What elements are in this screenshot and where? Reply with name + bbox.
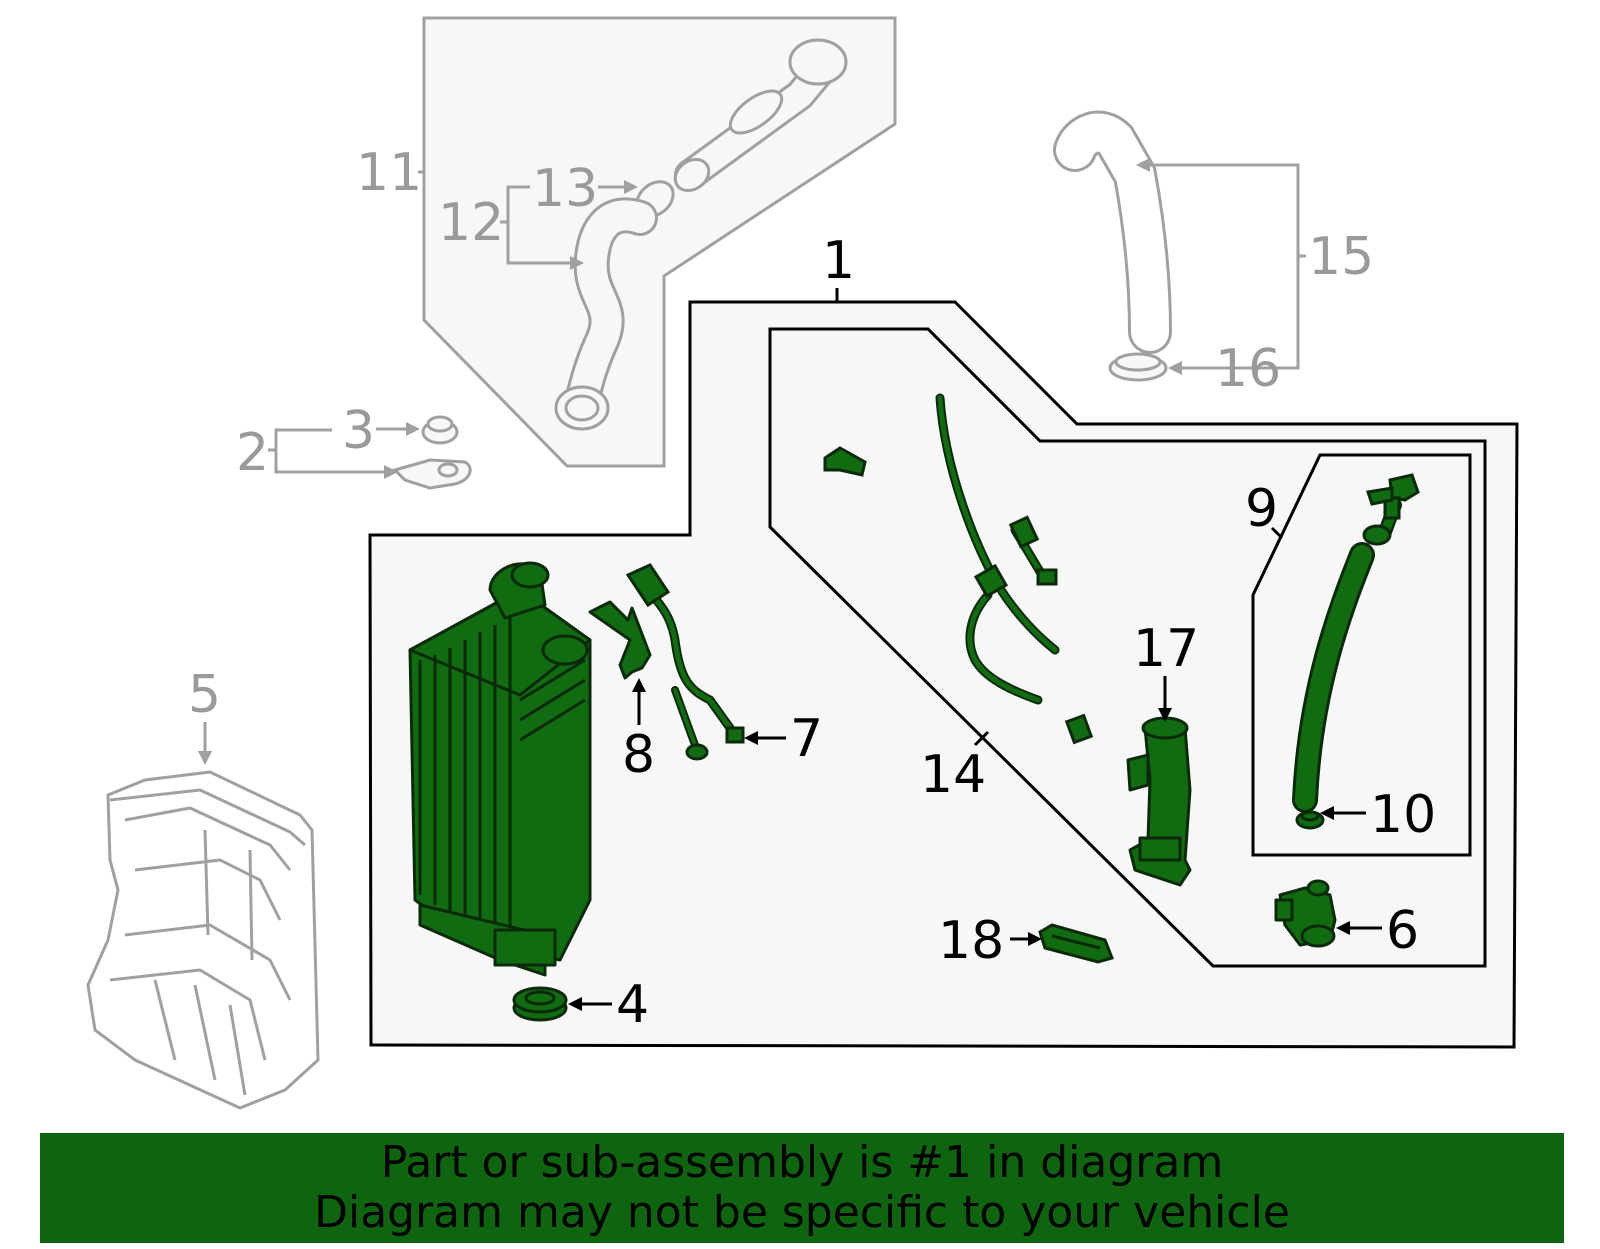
part-8-bracket: [588, 600, 652, 680]
leaders-2-3: [268, 427, 410, 474]
callout-17: 17: [1133, 619, 1199, 679]
banner-line-2: Diagram may not be specific to your vehi…: [314, 1187, 1290, 1238]
part-17-housing: [1126, 716, 1192, 887]
callout-2: 2: [236, 423, 269, 483]
arrow-13: [624, 180, 638, 194]
part-16-clamp: [1108, 352, 1168, 382]
arrow-8: [632, 678, 646, 692]
callout-8: 8: [622, 725, 655, 785]
arrow-17: [1158, 708, 1172, 722]
part-10-clamp: [1295, 810, 1325, 830]
leaders-15-16: [1145, 163, 1306, 370]
callout-9: 9: [1245, 479, 1278, 539]
part-3-grommet: [421, 415, 459, 445]
arrow-4: [568, 997, 582, 1011]
callout-13: 13: [532, 159, 598, 219]
callout-1: 1: [822, 231, 855, 291]
part-2-bracket: [392, 458, 472, 490]
callout-7: 7: [790, 709, 823, 769]
leader-14: [973, 730, 990, 747]
callout-15: 15: [1308, 227, 1374, 287]
part-14-clip: [823, 446, 867, 477]
callout-6: 6: [1386, 901, 1419, 961]
callout-4: 4: [616, 975, 649, 1035]
part-7-harness: [625, 563, 745, 761]
part-6-valve: [1274, 879, 1337, 948]
arrow-3: [406, 422, 420, 436]
leader-9: [1270, 526, 1284, 540]
banner-line-1: Part or sub-assembly is #1 in diagram: [380, 1137, 1224, 1188]
part-15-hose: [1053, 110, 1172, 354]
arrow-2: [384, 465, 398, 479]
intercooler-core: [408, 561, 592, 977]
part-5-air-duct: [86, 770, 320, 1110]
panel-part-11: [422, 16, 897, 468]
callout-3: 3: [342, 401, 375, 461]
callout-10: 10: [1370, 785, 1436, 845]
arrow-7: [744, 731, 758, 745]
part-4-grommet: [512, 986, 568, 1022]
callout-5: 5: [188, 665, 221, 725]
part-18-sensor: [1038, 923, 1114, 964]
callout-11: 11: [356, 143, 422, 203]
callout-16: 16: [1215, 339, 1281, 399]
arrow-6: [1336, 921, 1350, 935]
part-9-fittings: [1362, 473, 1420, 546]
arrow-10: [1320, 806, 1334, 820]
arrow-18: [1028, 932, 1042, 946]
callout-12: 12: [438, 193, 504, 253]
info-banner: Part or sub-assembly is #1 in diagram Di…: [40, 1133, 1564, 1243]
arrow-12: [570, 256, 584, 270]
arrow-15: [1136, 158, 1150, 172]
arrow-5: [198, 751, 212, 765]
callout-18: 18: [938, 911, 1004, 971]
part-14-connectors: [973, 515, 1094, 745]
arrow-16: [1168, 361, 1182, 375]
callout-14: 14: [920, 745, 986, 805]
